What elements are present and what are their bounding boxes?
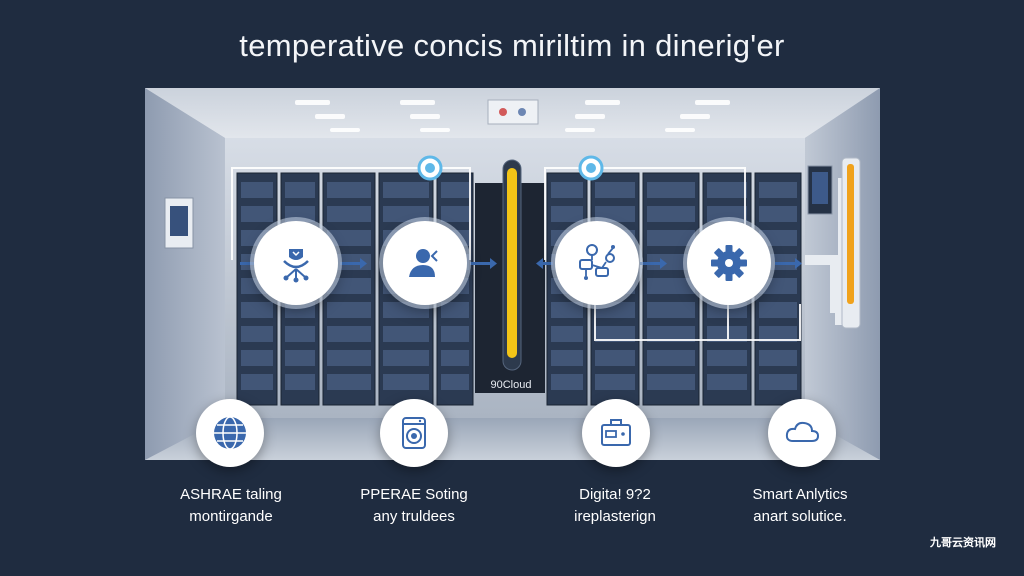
globe-feature[interactable] — [196, 399, 264, 467]
cloud-feature[interactable] — [768, 399, 836, 467]
feature-caption: ASHRAE taling montirgande — [180, 486, 282, 525]
connected-devices-node[interactable] — [555, 221, 639, 305]
page-title: temperative concis miriltim in dinerig'e… — [239, 28, 785, 63]
washing-machine-feature[interactable] — [380, 399, 448, 467]
watermark: 九哥云资讯网 — [930, 537, 996, 549]
globe-icon — [214, 416, 246, 450]
feature-caption: Digita! 9?2 ireplasterign — [574, 486, 656, 525]
feature-caption: Smart Anlytics anart solutice. — [752, 486, 848, 525]
feature-caption: PPERAE Soting any truldees — [360, 486, 468, 525]
user-node[interactable] — [383, 221, 467, 305]
gear-node[interactable] — [687, 221, 771, 305]
washing-machine-icon — [402, 417, 426, 449]
user-icon — [409, 249, 438, 277]
gear-icon — [711, 245, 747, 281]
cloud-icon — [785, 421, 820, 442]
briefcase-icon — [601, 419, 631, 446]
right-indicator-bar — [847, 164, 854, 304]
rack-brand-label: 90Cloud — [491, 379, 532, 391]
network-icon — [283, 249, 309, 283]
network-node[interactable] — [254, 221, 338, 305]
connected-devices-icon — [579, 244, 615, 280]
briefcase-feature[interactable] — [582, 399, 650, 467]
center-indicator-bar — [507, 168, 517, 358]
